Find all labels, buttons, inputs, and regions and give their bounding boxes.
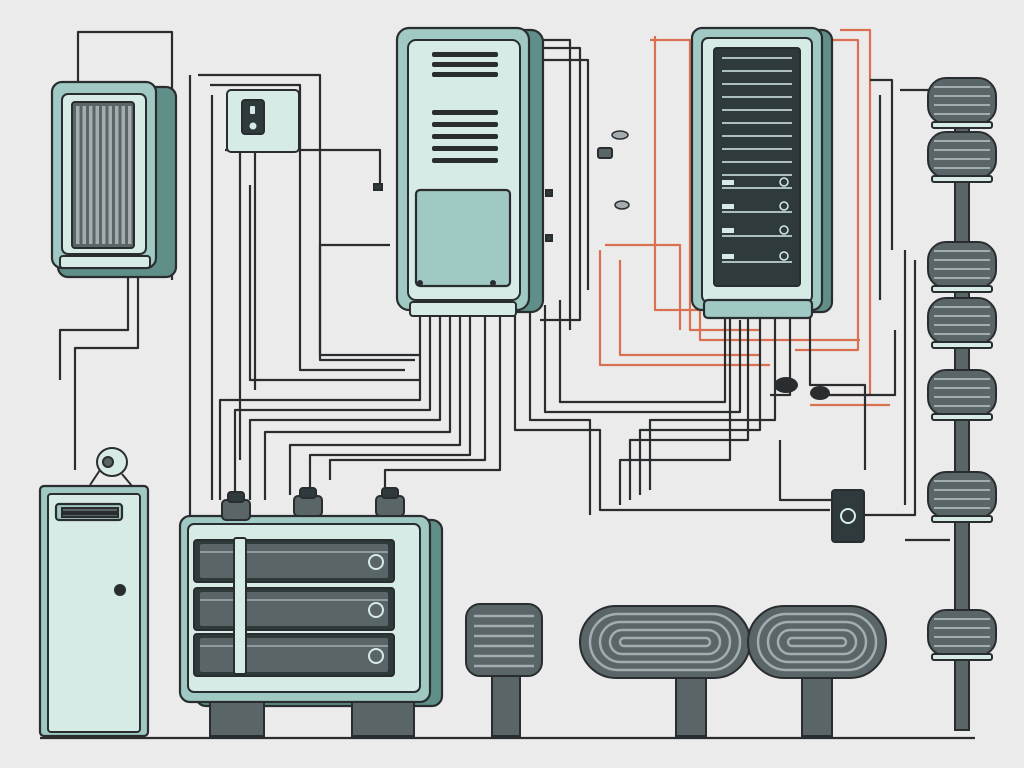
wire-connector bbox=[597, 130, 630, 210]
vent-slat bbox=[115, 106, 119, 244]
coil-ring bbox=[588, 612, 742, 672]
coil-pair bbox=[579, 605, 887, 737]
vent-slat bbox=[432, 72, 498, 77]
coil-ring bbox=[786, 636, 848, 648]
plug-connector-icon bbox=[810, 386, 830, 400]
vent-slat bbox=[432, 52, 498, 57]
coil-body bbox=[579, 605, 751, 679]
plug-connector-icon bbox=[293, 487, 323, 517]
coil-ring bbox=[618, 636, 712, 648]
vent-slat bbox=[432, 62, 498, 67]
vent-slats-icon bbox=[432, 52, 498, 163]
coil-pair-icon bbox=[579, 605, 887, 679]
drawer-unit bbox=[178, 487, 444, 737]
vent-slat bbox=[82, 106, 86, 244]
rack-led-icon bbox=[722, 180, 734, 185]
rack-knob-icon bbox=[779, 201, 789, 211]
drawer-knob-icon bbox=[368, 554, 384, 570]
insulator-disc-icon bbox=[927, 471, 997, 523]
vent-slat bbox=[108, 106, 112, 244]
drawer-handle-bar bbox=[233, 537, 247, 675]
rack-led-icon bbox=[722, 254, 734, 259]
wall-vent-unit bbox=[50, 80, 178, 279]
tall-locker bbox=[38, 447, 150, 738]
screw-icon bbox=[417, 280, 423, 286]
rack-led-icon bbox=[722, 228, 734, 233]
wiring bbox=[40, 28, 975, 740]
drawer-knob-icon bbox=[368, 648, 384, 664]
rack-knob-icon bbox=[779, 177, 789, 187]
dark-wires bbox=[40, 30, 975, 740]
valve-icon bbox=[89, 447, 133, 487]
vent-slat bbox=[432, 110, 498, 115]
plug-connector-icon bbox=[597, 147, 613, 159]
coil-ring bbox=[598, 620, 732, 664]
drawer bbox=[193, 587, 395, 631]
cable-end-icon bbox=[614, 200, 630, 210]
rack-led-icon bbox=[722, 204, 734, 209]
coil-ring bbox=[756, 612, 878, 672]
server-rack bbox=[690, 26, 834, 320]
coil-body bbox=[747, 605, 887, 679]
insulator-disc-icon bbox=[927, 241, 997, 293]
insulator-disc-icon bbox=[927, 297, 997, 349]
coil-ring bbox=[776, 628, 858, 656]
plug-connector-icon bbox=[375, 487, 405, 517]
coil-ring bbox=[608, 628, 722, 656]
vent-slat bbox=[121, 106, 125, 244]
coil-post-icon bbox=[474, 614, 534, 668]
insulator-disc-icon bbox=[927, 77, 997, 129]
plug-connector-icon bbox=[774, 377, 798, 393]
insulator-stack-icon bbox=[927, 77, 997, 661]
vent-slat bbox=[432, 122, 498, 127]
vent-slat bbox=[89, 106, 93, 244]
drawer bbox=[193, 539, 395, 583]
coil-post-small bbox=[465, 603, 543, 737]
vent-slat bbox=[432, 146, 498, 151]
switch-knob-icon bbox=[249, 122, 257, 130]
vent-slat bbox=[432, 134, 498, 139]
vent-slat bbox=[95, 106, 99, 244]
rack-knob-icon bbox=[779, 225, 789, 235]
lock-icon bbox=[114, 584, 126, 596]
insulator-disc-icon bbox=[927, 131, 997, 183]
insulator-column bbox=[927, 77, 997, 731]
cabinet-door bbox=[414, 188, 512, 288]
junction-box-icon bbox=[831, 489, 865, 543]
insulator-disc-icon bbox=[927, 609, 997, 661]
vent-grille-icon bbox=[76, 106, 132, 244]
drawer bbox=[193, 633, 395, 677]
insulator-disc-icon bbox=[927, 369, 997, 421]
rack-units bbox=[722, 57, 792, 263]
screw-icon bbox=[490, 280, 496, 286]
plug-connector-icon bbox=[221, 491, 251, 521]
drawers bbox=[193, 539, 395, 677]
switch-led-icon bbox=[250, 106, 255, 114]
vent-slat bbox=[432, 158, 498, 163]
vent-slat bbox=[128, 106, 132, 244]
wall-switch bbox=[226, 89, 300, 153]
vent-slat bbox=[102, 106, 106, 244]
cable-end-icon bbox=[611, 130, 629, 140]
drawer-knob-icon bbox=[368, 602, 384, 618]
coil-ring bbox=[766, 620, 868, 664]
plug-connectors bbox=[221, 487, 405, 521]
wire-connectors-right bbox=[774, 377, 830, 400]
vent-slat bbox=[76, 106, 80, 244]
rack-knob-icon bbox=[779, 251, 789, 261]
junction-box bbox=[831, 489, 865, 543]
central-cabinet bbox=[373, 26, 553, 317]
